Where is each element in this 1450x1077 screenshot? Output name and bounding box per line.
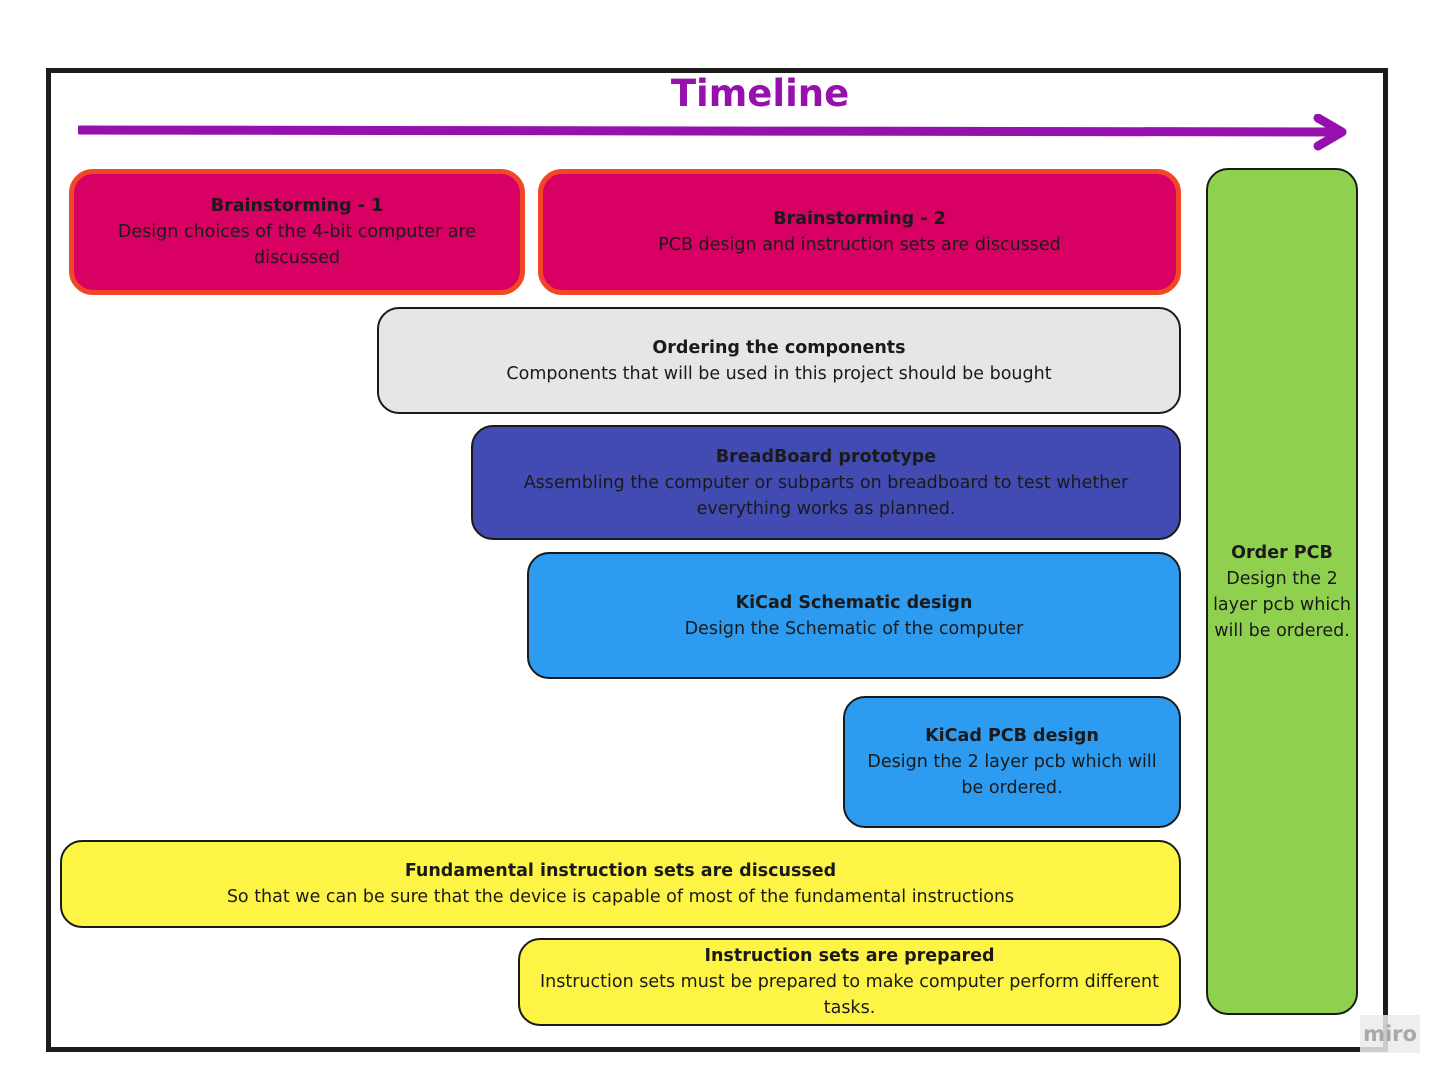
order-pcb-card[interactable]: Order PCB Design the 2 layer pcb which w… [1206, 168, 1358, 1015]
brainstorming-1-title: Brainstorming - 1 [210, 196, 384, 216]
order-pcb-title: Order PCB [1231, 542, 1333, 563]
kicad-pcb-card[interactable]: KiCad PCB design Design the 2 layer pcb … [843, 696, 1181, 828]
kicad-pcb-title: KiCad PCB design [925, 726, 1099, 746]
miro-watermark-logo: miro [1360, 1015, 1420, 1053]
instruction-sets-prepared-card[interactable]: Instruction sets are prepared Instructio… [518, 938, 1181, 1026]
fundamental-instructions-title: Fundamental instruction sets are discuss… [404, 861, 837, 881]
timeline-arrow [78, 114, 1347, 151]
ordering-components-desc: Components that will be used in this pro… [506, 363, 1052, 384]
timeline-title: Timeline [670, 72, 850, 115]
brainstorming-2-card[interactable]: Brainstorming - 2 PCB design and instruc… [538, 169, 1181, 295]
ordering-components-card[interactable]: Ordering the components Components that … [377, 307, 1181, 414]
brainstorming-2-desc: PCB design and instruction sets are disc… [658, 235, 1061, 255]
ordering-components-title: Ordering the components [652, 337, 906, 358]
kicad-schematic-title: KiCad Schematic design [735, 592, 973, 613]
brainstorming-1-desc: Design choices of the 4-bit computer are… [117, 222, 477, 268]
kicad-schematic-desc: Design the Schematic of the computer [684, 618, 1024, 639]
breadboard-prototype-title: BreadBoard prototype [715, 446, 937, 467]
kicad-schematic-card[interactable]: KiCad Schematic design Design the Schema… [527, 552, 1181, 679]
fundamental-instructions-card[interactable]: Fundamental instruction sets are discuss… [60, 840, 1181, 928]
order-pcb-desc: Design the 2 layer pcb which will be ord… [1213, 568, 1351, 641]
fundamental-instructions-desc: So that we can be sure that the device i… [226, 887, 1015, 907]
timeline-frame [46, 68, 1388, 1052]
instruction-sets-prepared-title: Instruction sets are prepared [704, 946, 995, 966]
breadboard-prototype-desc: Assembling the computer or subparts on b… [523, 472, 1129, 519]
brainstorming-2-title: Brainstorming - 2 [773, 209, 946, 229]
breadboard-prototype-card[interactable]: BreadBoard prototype Assembling the comp… [471, 425, 1181, 540]
brainstorming-1-card[interactable]: Brainstorming - 1 Design choices of the … [69, 169, 525, 295]
kicad-pcb-desc: Design the 2 layer pcb which will be ord… [867, 752, 1157, 798]
instruction-sets-prepared-desc: Instruction sets must be prepared to mak… [540, 972, 1159, 1018]
